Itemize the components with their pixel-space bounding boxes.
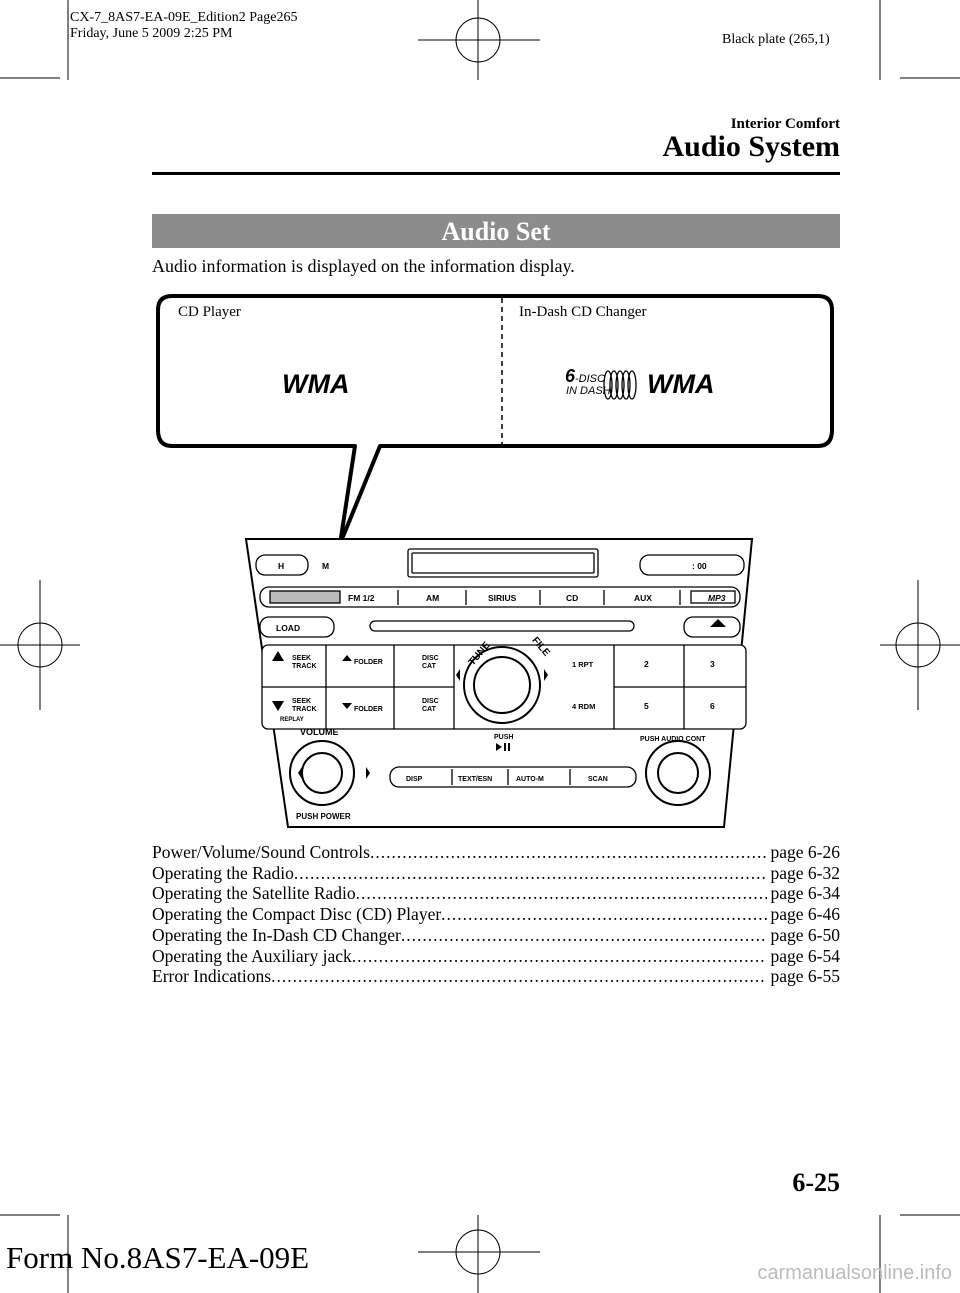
toc-item-text: Operating the Satellite Radio — [152, 883, 356, 904]
label-cd-player: CD Player — [178, 304, 241, 320]
disc-logo-digit: 6 — [565, 366, 576, 386]
band-am: AM — [426, 593, 439, 603]
folder-up-label: FOLDER — [354, 659, 383, 666]
print-info: CX-7_8AS7-EA-09E_Edition2 Page265 Friday… — [70, 10, 297, 42]
display-callout: WMA 6 -DISC IN DASH WMA — [156, 294, 834, 546]
wma-logo-left: WMA — [282, 369, 349, 399]
toc-list: Power/Volume/Sound Controls page 6-26 Ope… — [152, 842, 840, 987]
toc-item-text: Operating the Radio — [152, 862, 294, 883]
seek-up-label2: TRACK — [292, 663, 317, 670]
toc-leader — [401, 925, 767, 946]
toc-item-page: page 6-50 — [770, 924, 841, 945]
clock-00-button: : 00 — [692, 561, 707, 571]
mp3-logo: MP3 — [708, 593, 726, 603]
toc-leader — [352, 946, 767, 967]
band-fm: FM 1/2 — [348, 593, 375, 603]
text-esn-button: TEXT/ESN — [458, 776, 492, 783]
toc-item-text: Error Indications — [152, 966, 272, 987]
watermark: carmanualsonline.info — [757, 1262, 952, 1284]
preset-2: 2 — [644, 659, 649, 669]
clock-h-button: H — [278, 561, 284, 571]
toc-item-page: page 6-54 — [770, 945, 841, 966]
audio-unit-illustration: H M : 00 FM 1/2 AM SIRIUS CD AUX MP3 LOA… — [244, 538, 754, 828]
toc-item-page: page 6-55 — [770, 966, 841, 987]
preset-1: 1 RPT — [572, 660, 594, 669]
band-aux: AUX — [634, 593, 652, 603]
toc-item[interactable]: Power/Volume/Sound Controls page 6-26 — [152, 842, 840, 863]
toc-item-page: page 6-46 — [770, 904, 841, 925]
toc-leader — [294, 863, 767, 884]
toc-leader — [370, 842, 767, 863]
toc-item-text: Operating the Compact Disc (CD) Player — [152, 904, 442, 925]
disp-button: DISP — [406, 776, 423, 783]
audio-cont-label: PUSH AUDIO CONT — [640, 736, 706, 743]
toc-item[interactable]: Operating the Satellite Radio page 6-34 — [152, 883, 840, 904]
toc-item-page: page 6-34 — [770, 883, 841, 904]
band-cd: CD — [566, 593, 578, 603]
play-pause-icon — [496, 743, 510, 751]
section-label: Interior Comfort — [730, 116, 840, 132]
toc-item-text: Power/Volume/Sound Controls — [152, 842, 370, 862]
preset-6: 6 — [710, 701, 715, 711]
seek-up-label1: SEEK — [292, 655, 311, 662]
form-number: Form No.8AS7-EA-09E — [6, 1240, 310, 1275]
disc-dn-label1: DISC — [422, 698, 439, 705]
print-info-line1: CX-7_8AS7-EA-09E_Edition2 Page265 — [70, 10, 298, 25]
band-sirius: SIRIUS — [488, 593, 517, 603]
disc-up-label2: CAT — [422, 663, 437, 670]
section-banner: Audio Set — [152, 214, 840, 248]
preset-4: 4 RDM — [572, 702, 595, 711]
toc-leader — [271, 966, 766, 987]
toc-item-text: Operating the Auxiliary jack — [152, 945, 352, 966]
toc-item-text: Operating the In-Dash CD Changer — [152, 924, 401, 945]
toc-item[interactable]: Operating the In-Dash CD Changer page 6-5… — [152, 925, 840, 946]
intro-text: Audio information is displayed on the in… — [152, 256, 575, 276]
scan-button: SCAN — [588, 776, 608, 783]
preset-3: 3 — [710, 659, 715, 669]
wma-logo-right: WMA — [647, 369, 714, 399]
toc-item-page: page 6-32 — [770, 862, 841, 883]
print-info-line2: Friday, June 5 2009 2:25 PM — [70, 26, 233, 41]
load-button: LOAD — [276, 623, 300, 633]
seek-dn-label2: TRACK — [292, 706, 317, 713]
page-title: Audio System — [662, 130, 840, 163]
seek-dn-label1: SEEK — [292, 698, 311, 705]
disc-stack-icon — [603, 370, 637, 400]
toc-item[interactable]: Operating the Radio page 6-32 — [152, 863, 840, 884]
toc-item[interactable]: Operating the Auxiliary jack page 6-54 — [152, 946, 840, 967]
push-label: PUSH — [494, 734, 513, 741]
toc-leader — [356, 883, 767, 904]
toc-item-page: page 6-26 — [770, 842, 841, 862]
folder-dn-label: FOLDER — [354, 706, 383, 713]
disc-logo-line2: IN DASH — [566, 385, 611, 397]
toc-leader — [441, 904, 766, 925]
toc-item[interactable]: Operating the Compact Disc (CD) Player pa… — [152, 904, 840, 925]
disc-up-label1: DISC — [422, 655, 439, 662]
auto-m-button: AUTO-M — [516, 776, 544, 783]
clock-m-button: M — [322, 561, 329, 571]
preset-5: 5 — [644, 701, 649, 711]
plate-label: Black plate (265,1) — [722, 32, 830, 47]
push-power-label: PUSH POWER — [296, 812, 351, 821]
label-in-dash-changer: In-Dash CD Changer — [519, 304, 647, 320]
title-rule — [152, 172, 840, 175]
disc-dn-label2: CAT — [422, 706, 437, 713]
replay-label: REPLAY — [280, 717, 304, 723]
toc-item[interactable]: Error Indications page 6-55 — [152, 966, 840, 987]
disc-logo-line1: -DISC — [575, 373, 605, 385]
volume-label: VOLUME — [300, 727, 339, 737]
page-number: 6-25 — [792, 1168, 840, 1197]
